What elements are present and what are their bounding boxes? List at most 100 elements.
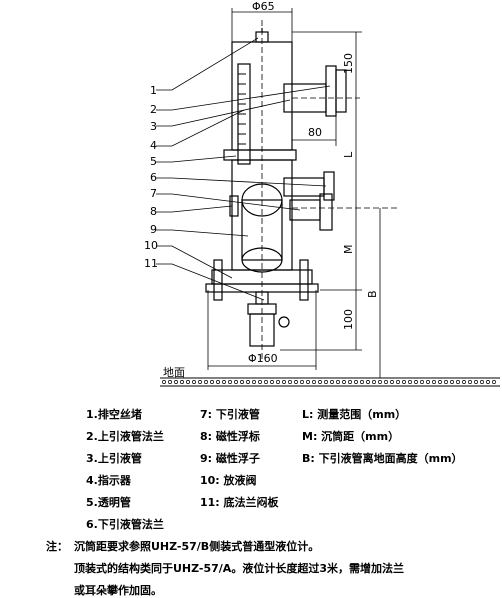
center-lines [261, 20, 400, 360]
hatch-mark [324, 380, 328, 384]
hatch-mark [372, 380, 376, 384]
hatch-mark [192, 380, 196, 384]
dim-80: 80 [308, 126, 322, 139]
hatch-mark [432, 380, 436, 384]
hatch-mark [318, 380, 322, 384]
callout-3: 3 [150, 120, 157, 133]
hatch-mark [450, 380, 454, 384]
hatch-mark [348, 380, 352, 384]
hatch-mark [468, 380, 472, 384]
hatch-mark [360, 380, 364, 384]
legend-item: 11: 底法兰闷板 [200, 496, 279, 509]
hatch-mark [426, 380, 430, 384]
legend-item: 9: 磁性浮子 [200, 452, 260, 465]
hatch-mark [492, 380, 496, 384]
callout-10: 10 [144, 239, 158, 252]
hatch-mark [276, 380, 280, 384]
callout-labels: 1 2 3 4 5 6 7 8 9 10 11 [144, 84, 158, 270]
hatch-mark [354, 380, 358, 384]
note-label: 注： [46, 540, 68, 553]
hatch-mark [390, 380, 394, 384]
callout-1: 1 [150, 84, 157, 97]
hatch-mark [222, 380, 226, 384]
hatch-mark [408, 380, 412, 384]
hatch-mark [246, 380, 250, 384]
legend-item: B: 下引液管离地面高度（mm） [302, 452, 463, 465]
ground-hatch [160, 377, 500, 387]
scale-ticks [238, 73, 246, 145]
hatch-mark [174, 380, 178, 384]
hatch-mark [204, 380, 208, 384]
callout-2: 2 [150, 103, 157, 116]
hatch-mark [180, 380, 184, 384]
dim-top-diameter: Φ65 [252, 0, 275, 13]
hatch-mark [444, 380, 448, 384]
dim-bottom-diameter: Φ160 [248, 352, 278, 365]
hatch-mark [282, 380, 286, 384]
dim-150: 150 [342, 53, 355, 74]
dimension-lines [207, 8, 381, 378]
hatch-mark [414, 380, 418, 384]
dim-B: B [366, 290, 379, 298]
legend-item: 10: 放液阀 [200, 474, 257, 487]
hatch-mark [210, 380, 214, 384]
ground-hatch-marks [162, 380, 496, 384]
note-line-2: 顶装式的结构类同于UHZ-57/A。液位计长度超过3米，需增加法兰 [74, 562, 404, 575]
hatch-mark [162, 380, 166, 384]
callout-leaders [156, 37, 331, 301]
hatch-mark [264, 380, 268, 384]
legend-item: 2.上引液管法兰 [86, 430, 164, 443]
hatch-mark [228, 380, 232, 384]
legend-item: 8: 磁性浮标 [200, 430, 260, 443]
hatch-mark [366, 380, 370, 384]
callout-4: 4 [150, 139, 157, 152]
dim-L: L [342, 151, 355, 158]
hatch-mark [378, 380, 382, 384]
hatch-mark [342, 380, 346, 384]
gauge-body [205, 28, 347, 347]
dim-100: 100 [342, 309, 355, 330]
legend-item: M: 沉筒距（mm） [302, 430, 400, 443]
hatch-mark [438, 380, 442, 384]
hatch-mark [300, 380, 304, 384]
callout-11: 11 [144, 257, 158, 270]
hatch-mark [288, 380, 292, 384]
note-line-3: 或耳朵攀作加固。 [74, 584, 162, 597]
legend-item: 5.透明管 [86, 496, 131, 509]
hatch-mark [186, 380, 190, 384]
callout-5: 5 [150, 155, 157, 168]
hatch-mark [462, 380, 466, 384]
hatch-mark [252, 380, 256, 384]
callout-8: 8 [150, 205, 157, 218]
hatch-mark [330, 380, 334, 384]
hatch-mark [402, 380, 406, 384]
ground-label: 地面 [163, 366, 185, 379]
callout-7: 7 [150, 187, 157, 200]
legend-item: 6.下引液管法兰 [86, 518, 164, 531]
hatch-mark [294, 380, 298, 384]
legend: 1.排空丝堵 2.上引液管法兰 3.上引液管 4.指示器 5.透明管 6.下引液… [0, 400, 502, 531]
hatch-mark [270, 380, 274, 384]
hatch-mark [474, 380, 478, 384]
hatch-mark [198, 380, 202, 384]
hatch-mark [240, 380, 244, 384]
hatch-mark [306, 380, 310, 384]
level-gauge-diagram: 地面 [144, 0, 500, 387]
legend-item: L: 测量范围（mm） [302, 408, 407, 421]
legend-item: 7: 下引液管 [200, 408, 260, 421]
hatch-mark [420, 380, 424, 384]
hatch-mark [480, 380, 484, 384]
legend-item: 3.上引液管 [86, 452, 142, 465]
hatch-mark [216, 380, 220, 384]
note-line-1: 沉筒距要求参照UHZ-57/B侧装式普通型液位计。 [74, 540, 320, 553]
hatch-mark [234, 380, 238, 384]
hatch-mark [168, 380, 172, 384]
legend-item: 4.指示器 [86, 474, 131, 487]
hatch-mark [396, 380, 400, 384]
callout-6: 6 [150, 171, 157, 184]
dim-M: M [342, 245, 355, 255]
hatch-mark [456, 380, 460, 384]
callout-9: 9 [150, 223, 157, 236]
legend-item: 1.排空丝堵 [86, 408, 142, 421]
hatch-mark [258, 380, 262, 384]
